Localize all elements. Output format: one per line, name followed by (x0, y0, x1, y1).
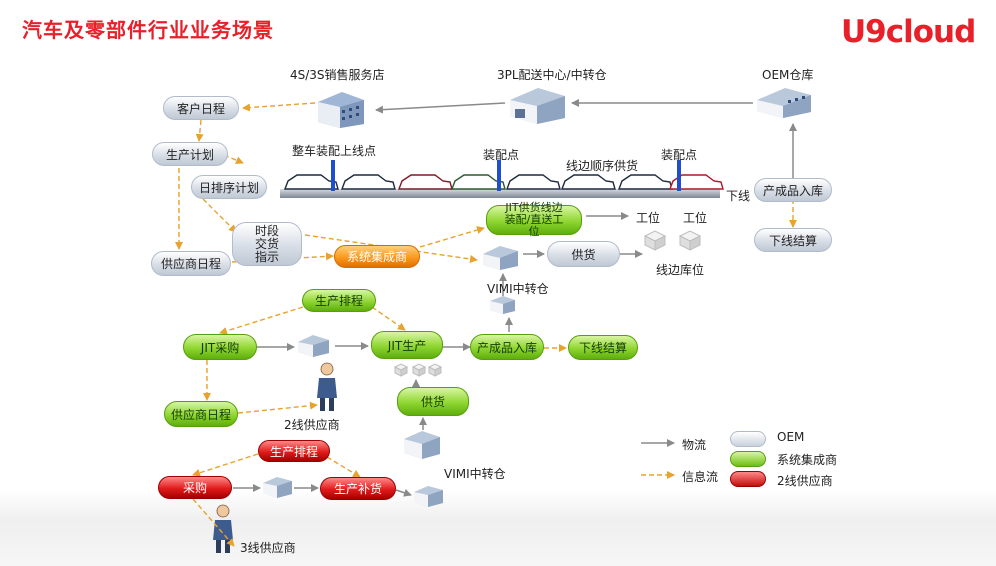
material-arrow (395, 488, 412, 497)
info-arrow (419, 226, 485, 248)
legend-oem-label: OEM (777, 430, 805, 444)
node-system-integrator: 系统集成商 (334, 245, 420, 268)
info-arrow (192, 453, 259, 477)
car-icon (505, 174, 561, 190)
oem-warehouse-label: OEM仓库 (762, 68, 814, 82)
tier2-supplier-label: 2线供应商 (284, 418, 340, 432)
supplier-person-icon-tier3 (213, 504, 233, 553)
node-offline-settlement-sys: 下线结算 (568, 335, 638, 360)
legend-tier2-swatch (730, 471, 766, 487)
info-flow-arrows (175, 102, 797, 547)
line-side-box-icon (643, 230, 667, 251)
station-label-2: 工位 (683, 211, 708, 225)
assembly-point-label-1: 装配点 (483, 148, 520, 162)
assembly-rail (280, 189, 720, 198)
node-jit-production: JIT生产 (371, 331, 443, 359)
node-finished-goods-sys: 产成品入库 (470, 334, 544, 360)
assembly-line (280, 160, 724, 198)
assembly-point-label-2: 装配点 (661, 148, 698, 162)
jit-production-box-icon (393, 363, 409, 377)
station-label-1: 工位 (636, 211, 661, 225)
node-jit-procurement: JIT采购 (183, 334, 257, 360)
line-side-storage-label: 线边库位 (656, 263, 705, 277)
dealer-label: 4S/3S销售服务店 (290, 68, 385, 82)
jit-warehouse-icon (483, 246, 518, 270)
node-offline-settlement-oem: 下线结算 (754, 228, 832, 252)
info-arrow (371, 306, 406, 331)
info-arrow (195, 119, 204, 142)
offline-label: 下线 (726, 189, 751, 203)
node-supplier-schedule-oem: 供应商日程 (151, 251, 231, 276)
info-arrow (219, 306, 304, 335)
brand-logo: U9cloud (841, 14, 976, 50)
assembly-point-marker-1 (497, 160, 501, 191)
legend-info-flow-label: 信息流 (682, 470, 719, 484)
launch-point-marker (331, 160, 335, 191)
jit-purchase-warehouse-icon (298, 335, 329, 357)
node-jit-line-side: JIT供货线边装配/直送工位 (486, 202, 582, 238)
vimi-warehouse-icon-lower (404, 431, 440, 459)
vimi-hub-label-upper: VIMI中转仓 (487, 282, 549, 296)
legend-system-integrator-label: 系统集成商 (777, 453, 838, 467)
node-time-slot-delivery: 时段交货指示 (232, 222, 302, 266)
line-side-sequence-label: 线边顺序供货 (566, 159, 639, 173)
info-arrow (242, 102, 316, 112)
page-title: 汽车及零部件行业业务场景 (22, 18, 274, 42)
node-daily-sequence: 日排序计划 (191, 175, 267, 199)
node-production-sched-t2: 生产排程 (258, 440, 330, 462)
background-band (0, 490, 996, 566)
info-arrow (192, 498, 235, 547)
tpl-center-label: 3PL配送中心/中转仓 (497, 68, 607, 82)
node-delivery-sys: 供货 (397, 387, 469, 416)
line-side-box-icon (678, 230, 702, 251)
car-icon (340, 174, 396, 190)
car-icons (283, 174, 724, 190)
info-arrow (237, 401, 318, 414)
car-icon (283, 174, 339, 190)
car-icon (450, 174, 506, 190)
replenish-warehouse-icon (414, 486, 443, 507)
tpl-warehouse-icon (510, 88, 565, 124)
car-icon (617, 174, 673, 190)
legend-oem-swatch (730, 431, 766, 447)
info-arrow (326, 456, 361, 478)
supplier-person-icon-tier2 (317, 362, 337, 411)
node-delivery-oem: 供货 (547, 241, 620, 267)
storage-box-icons (393, 230, 702, 377)
vehicle-launch-label: 整车装配上线点 (292, 144, 377, 158)
vimi-hub-label-lower: VIMI中转仓 (444, 467, 506, 481)
dealer-building-icon (318, 92, 364, 128)
legend-system-integrator-swatch (730, 451, 766, 467)
jit-production-box-icon (427, 363, 443, 377)
tier2-warehouse-icon (263, 477, 292, 498)
node-supplier-schedule-sys: 供应商日程 (164, 401, 238, 427)
material-arrow (375, 102, 506, 114)
node-procurement-t2: 采购 (158, 476, 232, 499)
node-production-plan: 生产计划 (152, 142, 228, 166)
node-production-sched-sys: 生产排程 (302, 289, 376, 312)
material-flow-arrows (233, 99, 797, 497)
info-arrow (304, 234, 478, 263)
building-icons (263, 88, 811, 507)
oem-warehouse-icon (757, 88, 811, 118)
node-replenishment-t2: 生产补货 (320, 477, 396, 500)
jit-production-box-icon (411, 363, 427, 377)
node-finished-goods-oem: 产成品入库 (754, 178, 832, 202)
info-arrow (202, 198, 237, 233)
legend-tier2-label: 2线供应商 (777, 474, 833, 488)
node-customer-schedule: 客户日程 (163, 96, 239, 120)
assembly-point-marker-2 (677, 160, 681, 191)
legend-material-flow-label: 物流 (682, 438, 707, 452)
car-icon (397, 174, 453, 190)
tier3-supplier-label: 3线供应商 (240, 541, 296, 555)
car-icon (560, 174, 616, 190)
vimi-warehouse-icon-upper (490, 296, 515, 314)
car-icon (668, 174, 724, 190)
